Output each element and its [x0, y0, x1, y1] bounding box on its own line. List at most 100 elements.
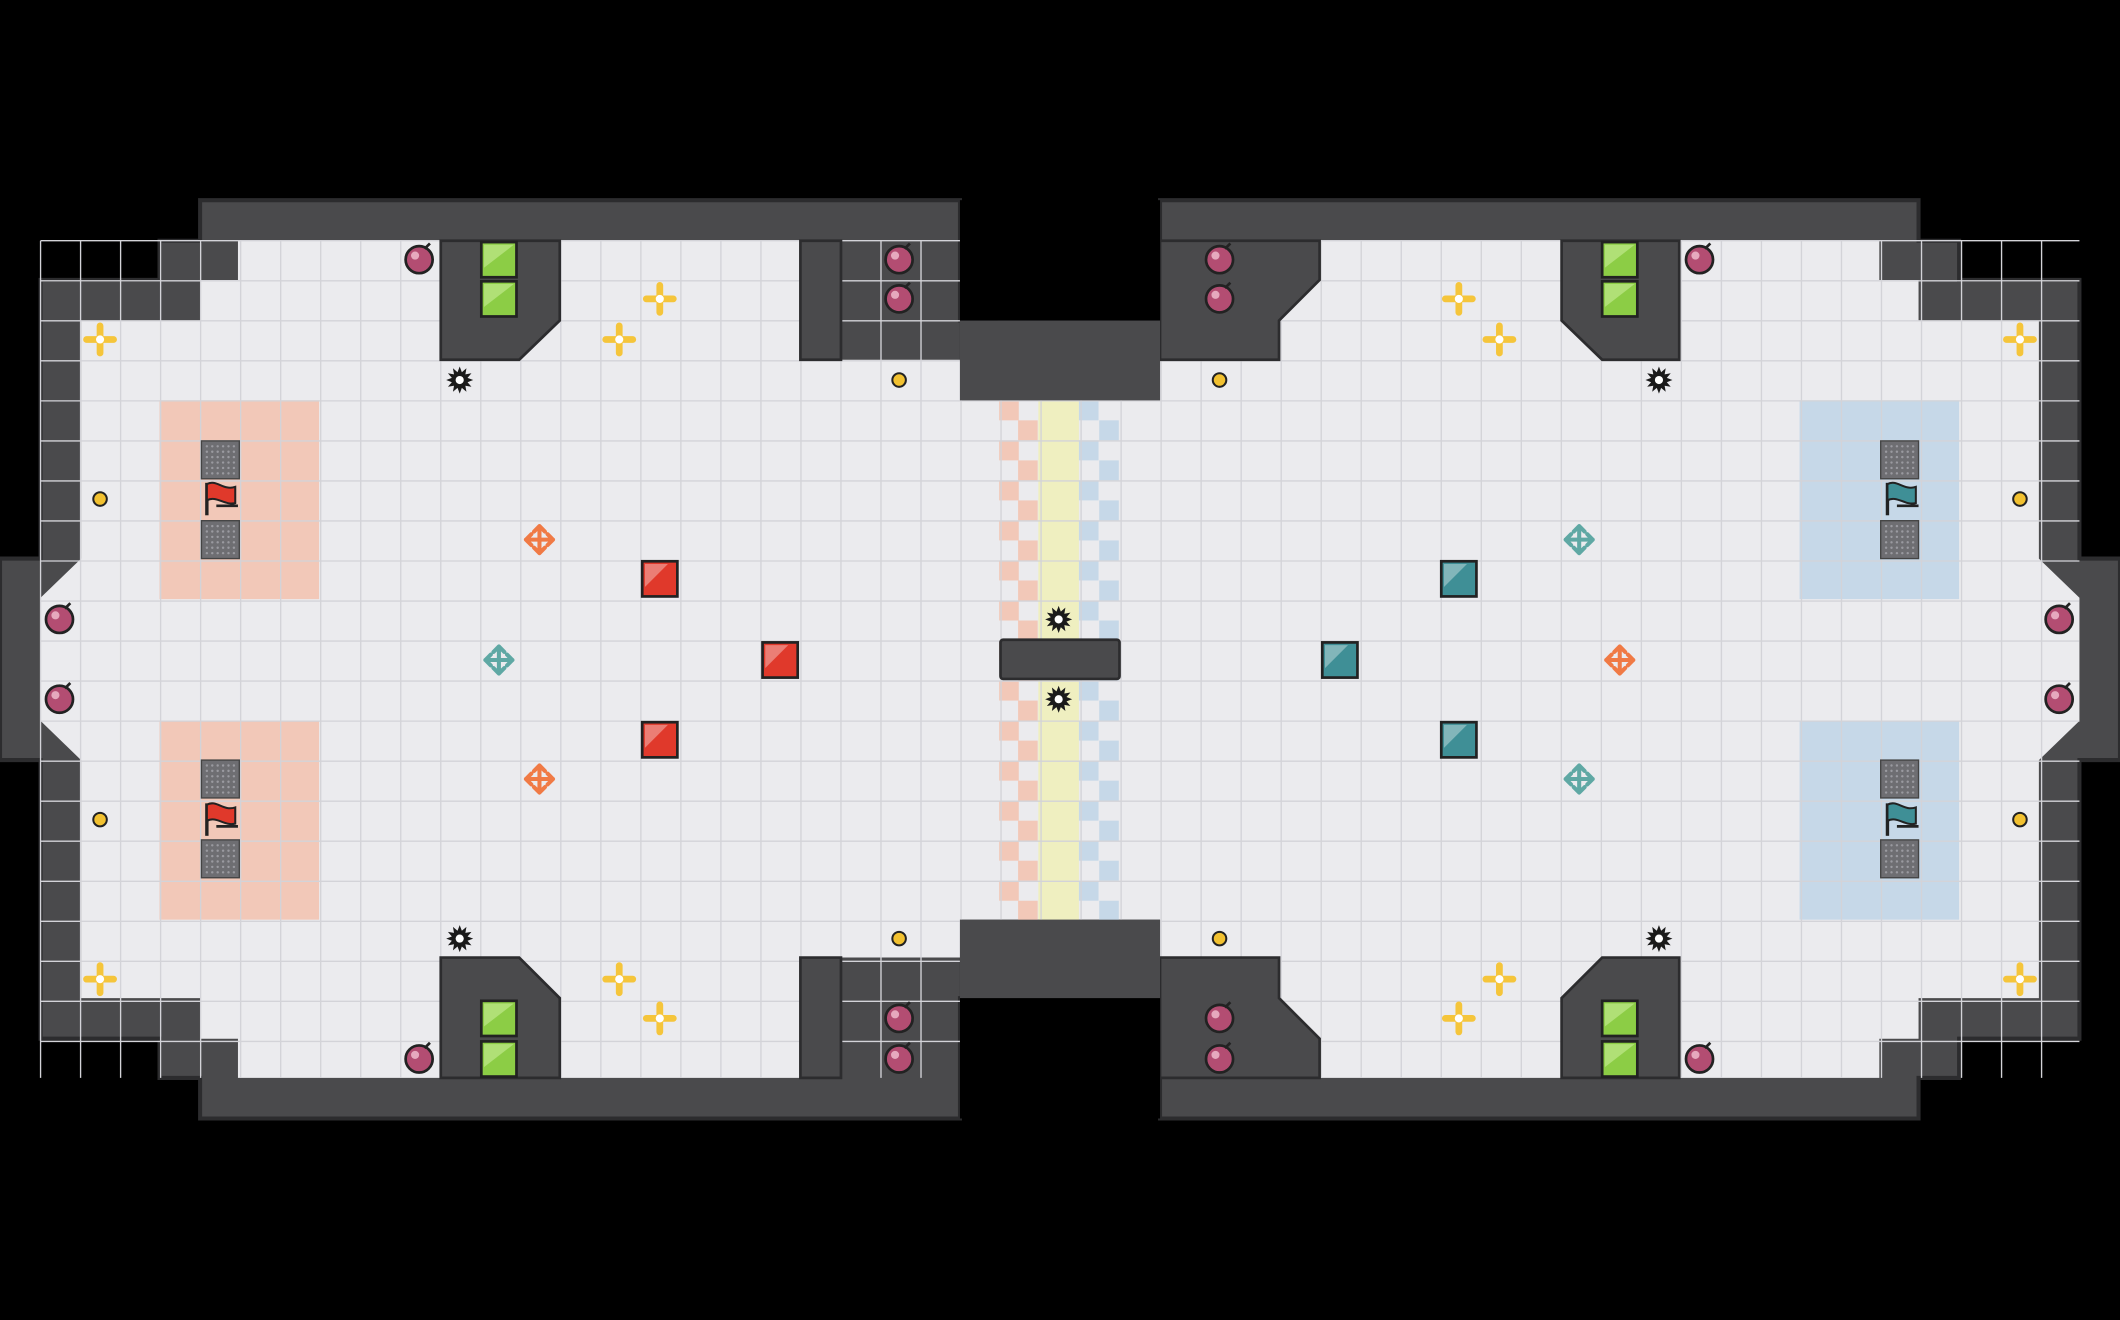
- grate-dot: [1906, 780, 1909, 783]
- grate-dot: [216, 530, 219, 533]
- grate-dot: [221, 854, 225, 858]
- bomb-body: [1204, 244, 1235, 275]
- gate-shine: [484, 284, 514, 308]
- gate-icon: [479, 240, 518, 279]
- speed-pad-icon: [642, 1001, 677, 1036]
- bomb-shine: [1211, 1010, 1220, 1019]
- grate-dot: [216, 849, 219, 852]
- grate-dot: [221, 455, 225, 459]
- grate-dot: [1911, 535, 1915, 539]
- grate-dot: [1911, 865, 1915, 869]
- grate-dot: [205, 780, 209, 783]
- bomb-body: [2044, 604, 2075, 635]
- blue-block[interactable]: [1320, 641, 1359, 679]
- grate-dot: [232, 541, 236, 544]
- grate-dot: [232, 461, 236, 464]
- grate-dot: [216, 844, 219, 847]
- blue-flag-icon[interactable]: [1885, 481, 1919, 516]
- grate-dot: [1890, 764, 1893, 767]
- boost-teal-icon: [1563, 524, 1595, 556]
- grate-dot: [211, 546, 214, 549]
- grate-dot: [1890, 860, 1893, 863]
- blue-block-shine: [1443, 724, 1467, 748]
- center-check-blue: [1099, 700, 1119, 721]
- bomb-icon: [44, 602, 75, 635]
- grate-dot: [216, 854, 219, 858]
- grate-dot: [211, 466, 214, 470]
- grate-dot: [221, 461, 225, 464]
- token-icon: [2012, 811, 2028, 828]
- grate-dot: [221, 785, 225, 789]
- grate-dot: [221, 466, 225, 470]
- grate-dot: [227, 461, 230, 464]
- bomb-shine: [890, 1010, 900, 1019]
- center-check-red: [1018, 420, 1038, 441]
- grate-dot: [1895, 524, 1899, 528]
- red-block[interactable]: [640, 720, 679, 759]
- bomb-icon: [1204, 281, 1235, 314]
- center-check-blue: [1099, 460, 1119, 481]
- speed-pad-icon: [83, 962, 117, 997]
- blue-flag-icon-cloth: [1886, 802, 1917, 826]
- grate-dot: [216, 541, 219, 544]
- bomb-body: [884, 1044, 914, 1074]
- gate-icon: [1600, 240, 1639, 279]
- grate-dot: [232, 445, 236, 448]
- blue-block[interactable]: [1439, 720, 1478, 759]
- grate-dot: [1911, 854, 1915, 858]
- bomb-fuse: [903, 281, 911, 290]
- bomb-icon: [1684, 1041, 1715, 1074]
- grate-dot: [1901, 764, 1904, 767]
- grate-dot: [1901, 785, 1904, 789]
- grate-dot: [205, 546, 209, 549]
- grate-body: [200, 520, 240, 560]
- blue-block[interactable]: [1439, 559, 1478, 598]
- red-flag-icon[interactable]: [205, 481, 238, 516]
- grate-body: [200, 440, 240, 480]
- grate-icon: [1880, 759, 1920, 799]
- bomb-body: [884, 1003, 914, 1034]
- grate-dot: [205, 764, 209, 767]
- blue-flag-icon[interactable]: [1885, 802, 1919, 836]
- grate-dot: [227, 530, 230, 533]
- spike-hole: [455, 375, 464, 385]
- grate-dot: [1890, 844, 1893, 847]
- blue-base-zone: [1799, 720, 1960, 920]
- speed-pad-dot: [655, 294, 664, 303]
- speed-pad-icon: [1482, 962, 1517, 997]
- boost-orange-icon: [1604, 644, 1636, 676]
- grate-dot: [227, 546, 230, 549]
- grate-dot: [1901, 450, 1904, 453]
- grate-dot: [211, 551, 214, 555]
- grate-dot: [227, 551, 230, 555]
- grate-dot: [216, 466, 219, 470]
- red-block[interactable]: [640, 559, 679, 598]
- grate-body: [200, 759, 240, 799]
- grate-dot: [205, 461, 209, 464]
- center-check-blue: [1099, 900, 1119, 921]
- grate-dot: [1890, 854, 1893, 858]
- red-flag-icon[interactable]: [205, 802, 238, 836]
- bomb-icon: [1684, 242, 1715, 275]
- grate-dot: [1895, 461, 1899, 464]
- grate-dot: [1884, 541, 1888, 544]
- grate-body: [1880, 440, 1920, 480]
- grate-dot: [205, 535, 209, 539]
- bomb-shine: [411, 1050, 420, 1059]
- grate-dot: [1895, 769, 1899, 773]
- red-block[interactable]: [761, 641, 800, 679]
- bomb-body: [44, 604, 75, 635]
- bomb-shine: [890, 251, 900, 260]
- bomb-shine: [1211, 251, 1220, 260]
- center-check-red: [999, 560, 1019, 581]
- center-check-red: [1018, 740, 1038, 761]
- speed-pad-icon: [1441, 281, 1476, 316]
- center-check-red: [999, 800, 1019, 821]
- grate-dot: [1895, 791, 1899, 794]
- grate-dot: [221, 775, 225, 778]
- grate-dot: [1906, 450, 1909, 453]
- grate-dot: [232, 535, 236, 539]
- bomb-fuse: [2063, 682, 2071, 690]
- speed-pad-dot: [95, 335, 105, 344]
